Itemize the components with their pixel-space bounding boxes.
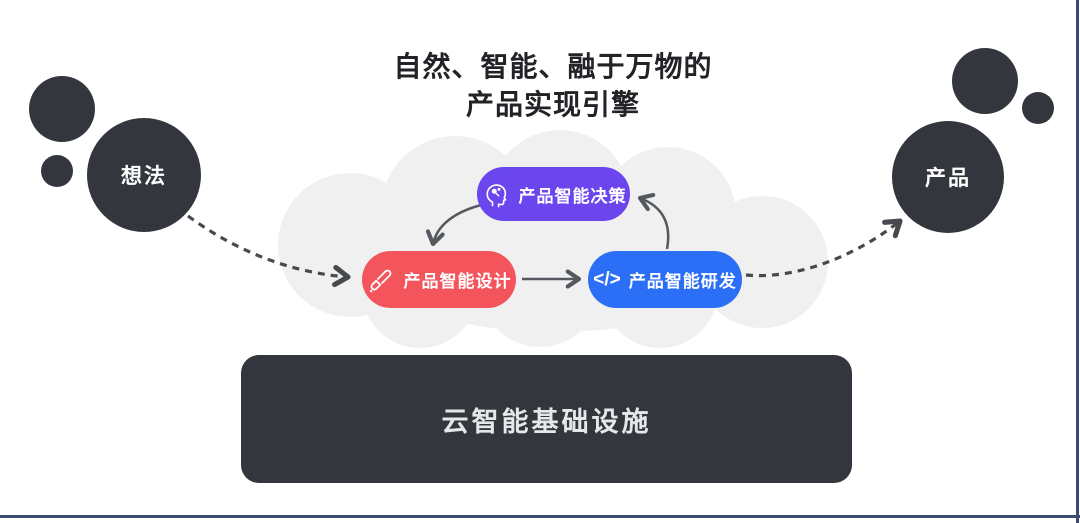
paintbrush-icon — [367, 265, 396, 294]
frame-bottom-line — [0, 515, 1080, 518]
arrow-decision-to-design — [425, 203, 482, 247]
arrow-develop-to-decision — [637, 192, 670, 250]
node-product-intelligent-decision: 产品智能决策 — [477, 167, 630, 221]
product-bubble-small — [1022, 92, 1054, 124]
ai-head-icon — [481, 179, 511, 209]
product-label: 产品 — [925, 167, 971, 190]
node-develop-label: 产品智能研发 — [628, 272, 737, 291]
node-decision-label: 产品智能决策 — [518, 186, 627, 206]
page-title-line1: 自然、智能、融于万物的 — [393, 51, 713, 82]
page-title: 自然、智能、融于万物的 产品实现引擎 — [273, 48, 833, 124]
cloud-infrastructure-bar: 云智能基础设施 — [241, 355, 852, 483]
cloud-shape — [278, 130, 828, 348]
product-bubble-medium — [952, 48, 1018, 114]
product-circle: 产品 — [892, 121, 1004, 233]
page-title-line2: 产品实现引擎 — [465, 89, 640, 120]
node-design-label: 产品智能设计 — [403, 272, 512, 291]
node-product-intelligent-design: 产品智能设计 — [362, 251, 516, 308]
idea-circle: 想法 — [87, 118, 201, 232]
node-product-intelligent-develop: </> 产品智能研发 — [588, 251, 742, 308]
idea-bubble-medium — [29, 76, 95, 142]
idea-label: 想法 — [121, 165, 167, 188]
idea-bubble-small — [41, 155, 73, 187]
cloud-infrastructure-label: 云智能基础设施 — [441, 406, 652, 437]
frame-right-line — [1076, 0, 1079, 523]
arrow-develop-to-product — [745, 218, 903, 278]
code-icon: </> — [593, 268, 621, 290]
